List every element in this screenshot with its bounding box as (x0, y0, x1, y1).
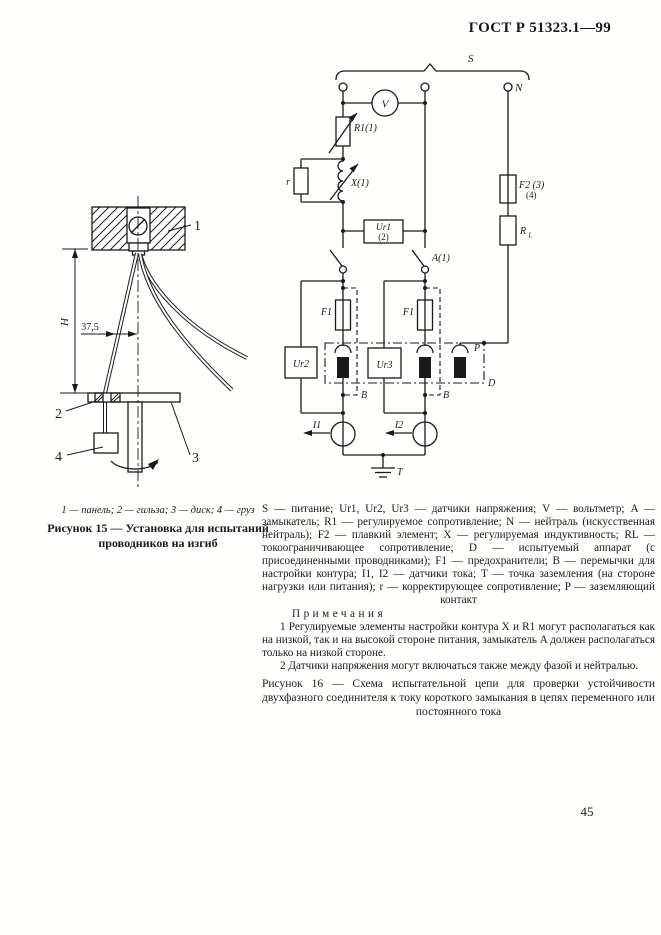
supply-brace (335, 63, 530, 81)
curved-wires (138, 253, 248, 392)
sensor-ur3 (367, 347, 402, 379)
label-r1: R1(1) (353, 123, 377, 134)
label-i1: I1 (312, 420, 321, 431)
fuse-f1-right (416, 299, 434, 331)
terminal-l1 (338, 82, 348, 92)
note-1: 1 Регулируемые элементы настройки контур… (262, 621, 655, 659)
figure-16-circuit: S N V R1(1) (284, 53, 545, 478)
junction-dots (341, 101, 487, 457)
sleeve (94, 392, 121, 403)
earth-symbol (371, 455, 395, 478)
current-sensor-i1 (330, 421, 356, 447)
callout-disk: 3 (192, 451, 199, 466)
label-b-right: B (443, 390, 449, 401)
figure-15-key: 1 — панель; 2 — гильза; 3 — диск; 4 — гр… (61, 505, 255, 516)
label-ur1-note: (2) (378, 232, 389, 242)
label-n: N (514, 82, 523, 94)
jumper-b-right (425, 287, 441, 396)
terminal-l2 (420, 82, 430, 92)
document-header: ГОСТ Р 51323.1—99 (468, 20, 611, 36)
label-ur2: Ur2 (293, 359, 309, 370)
label-f1-left: F1 (320, 307, 332, 318)
figure-15-drawing: H 37,5 1 2 3 4 (55, 196, 248, 487)
ur3-branch (383, 280, 425, 414)
fuse-f1-left (334, 299, 352, 331)
dim-h-label: H (59, 317, 71, 327)
label-t: T (397, 467, 404, 478)
dimension-375: 37,5 (81, 322, 137, 337)
figure-16-caption: Рисунок 16 — Схема испытательной цепи дл… (262, 678, 655, 718)
label-a: A(1) (431, 253, 450, 264)
disk-assembly (87, 392, 181, 473)
label-s: S (468, 53, 474, 65)
label-rl: R (519, 226, 526, 237)
fuse-f2 (499, 174, 517, 204)
sensor-ur1 (363, 219, 404, 244)
gland (128, 242, 149, 252)
resistor-r1 (335, 116, 351, 147)
label-d: D (487, 378, 496, 389)
label-p: P (473, 343, 480, 354)
specimen-wire (103, 252, 139, 433)
label-i2: I2 (394, 420, 403, 431)
figure-15-caption: Рисунок 15 — Установка для испытаний про… (47, 521, 269, 550)
panel-block (91, 206, 186, 256)
label-voltmeter: V (382, 99, 390, 111)
callout-weight: 4 (55, 450, 62, 465)
connector-contacts (334, 342, 484, 378)
label-f1-right: F1 (402, 307, 414, 318)
switch-left (329, 249, 343, 267)
shaft (127, 401, 143, 473)
jumper-b-left (343, 287, 358, 396)
page-number: 45 (580, 804, 594, 819)
sensor-ur2 (284, 346, 318, 379)
label-ur1: Ur1 (376, 223, 391, 233)
label-rl-sub: L (528, 232, 533, 240)
figure-16-legend: S — питание; Ur1, Ur2, Ur3 — датчики нап… (262, 503, 655, 606)
circuit-wires (337, 91, 509, 456)
weight (93, 432, 119, 454)
notes-block: Примечания 1 Регулируемые элементы настр… (262, 608, 655, 673)
label-b-left: B (361, 390, 367, 401)
notes-title: Примечания (292, 608, 387, 620)
resistor-rl (499, 215, 517, 246)
current-sensor-i2 (412, 421, 438, 447)
switch-a (411, 249, 425, 267)
note-2: 2 Датчики напряжения могут включаться та… (280, 660, 639, 672)
label-ur3: Ur3 (376, 360, 392, 371)
label-r: r (286, 177, 290, 188)
label-f2-note: (4) (526, 190, 537, 200)
label-x: X(1) (350, 178, 369, 189)
device-d-box (324, 342, 485, 384)
resistor-r (293, 167, 309, 195)
terminal-n (503, 82, 513, 92)
label-f2: F2 (3) (518, 180, 545, 191)
dim-375-label: 37,5 (81, 322, 99, 333)
dimension-h: H (59, 248, 95, 394)
ur2-branch (300, 280, 343, 414)
voltmeter (371, 89, 399, 117)
figure-15-caption-block: 1 — панель; 2 — гильза; 3 — диск; 4 — гр… (46, 505, 270, 551)
callout-sleeve: 2 (55, 407, 62, 422)
callout-panel: 1 (194, 219, 201, 234)
r-branch (300, 158, 343, 203)
